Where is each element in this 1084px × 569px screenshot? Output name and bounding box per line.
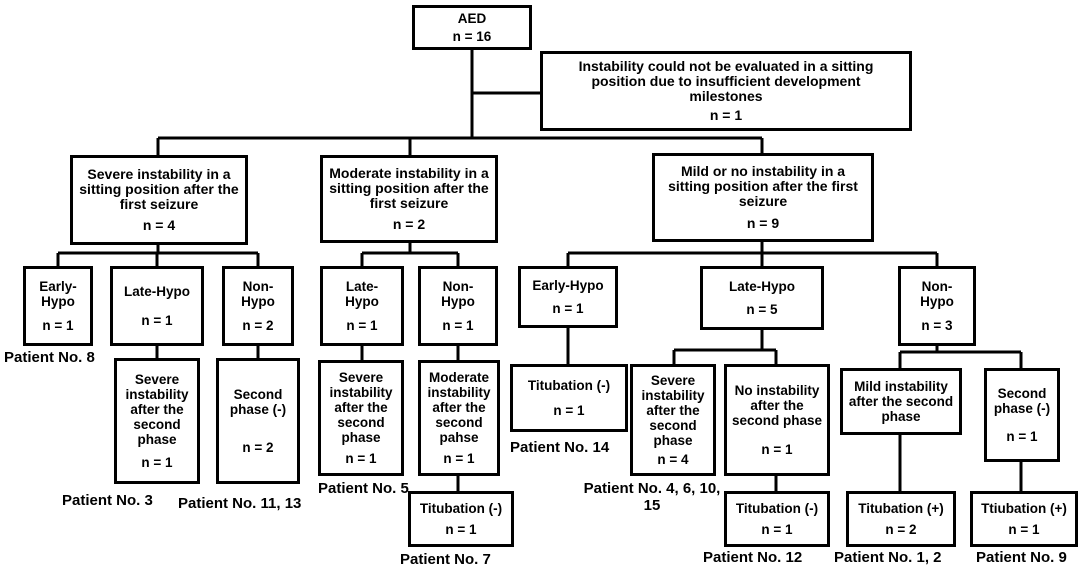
root-count: n = 16 xyxy=(452,28,492,44)
moderate-non-second-phase-node: Moderate instability after the second pa… xyxy=(418,360,500,476)
mild-late-no-instability-node: No instability after the second phase n … xyxy=(724,364,830,476)
mild-non-mild-titubation-node: Titubation (+) n = 2 xyxy=(846,491,956,547)
severe-early-hypo-node: Early-Hypo n = 1 xyxy=(23,266,93,346)
mild-late-none-titubation-node: Titubation (-) n = 1 xyxy=(724,491,830,547)
excluded-node: Instability could not be evaluated in a … xyxy=(540,51,912,131)
moderate-late-second-phase-node: Severe instability after the second phas… xyxy=(318,360,404,476)
patient-label-3: Patient No. 3 xyxy=(62,492,153,509)
mild-non-second-phase-node: Second phase (-) n = 1 xyxy=(984,368,1060,462)
mild-non-hypo-node: Non-Hypo n = 3 xyxy=(898,266,976,346)
patient-label-5: Patient No. 5 xyxy=(318,480,409,497)
mild-early-hypo-node: Early-Hypo n = 1 xyxy=(518,266,618,328)
root-title: AED xyxy=(457,11,487,27)
mild-instability-node: Mild or no instability in a sitting posi… xyxy=(652,153,874,242)
mild-non-phase-titubation-node: Ttiubation (+) n = 1 xyxy=(970,491,1078,547)
patient-label-12: Patient No. 12 xyxy=(703,549,803,566)
patient-label-4-6-10-15: Patient No. 4, 6, 10, 15 xyxy=(583,480,721,514)
severe-instability-node: Severe instability in a sitting position… xyxy=(70,155,248,245)
mild-non-mild-instability-node: Mild instability after the second phase xyxy=(840,368,962,435)
excluded-text: Instability could not be evaluated in a … xyxy=(578,58,874,105)
mild-late-severe-phase-node: Severe instability after the second phas… xyxy=(630,364,716,476)
severe-late-hypo-node: Late-Hypo n = 1 xyxy=(110,266,204,346)
moderate-non-hypo-node: Non-Hypo n = 1 xyxy=(418,266,498,346)
severe-non-second-phase-node: Second phase (-) n = 2 xyxy=(216,358,300,484)
root-node: AED n = 16 xyxy=(412,5,532,50)
patient-label-11-13: Patient No. 11, 13 xyxy=(178,495,302,512)
patient-label-8: Patient No. 8 xyxy=(4,349,95,366)
moderate-non-titubation-node: Titubation (-) n = 1 xyxy=(408,491,514,547)
patient-label-1-2: Patient No. 1, 2 xyxy=(834,549,942,566)
patient-label-14: Patient No. 14 xyxy=(510,439,610,456)
moderate-instability-node: Moderate instability in a sitting positi… xyxy=(320,155,498,243)
moderate-late-hypo-node: Late-Hypo n = 1 xyxy=(320,266,404,346)
patient-label-7: Patient No. 7 xyxy=(400,551,491,568)
excluded-count: n = 1 xyxy=(709,106,743,123)
severe-non-hypo-node: Non-Hypo n = 2 xyxy=(222,266,294,346)
severe-late-second-phase-node: Severe instability after the second phas… xyxy=(114,358,200,484)
patient-label-9: Patient No. 9 xyxy=(976,549,1067,566)
mild-late-hypo-node: Late-Hypo n = 5 xyxy=(700,266,824,330)
mild-early-titubation-node: Titubation (-) n = 1 xyxy=(510,364,628,432)
